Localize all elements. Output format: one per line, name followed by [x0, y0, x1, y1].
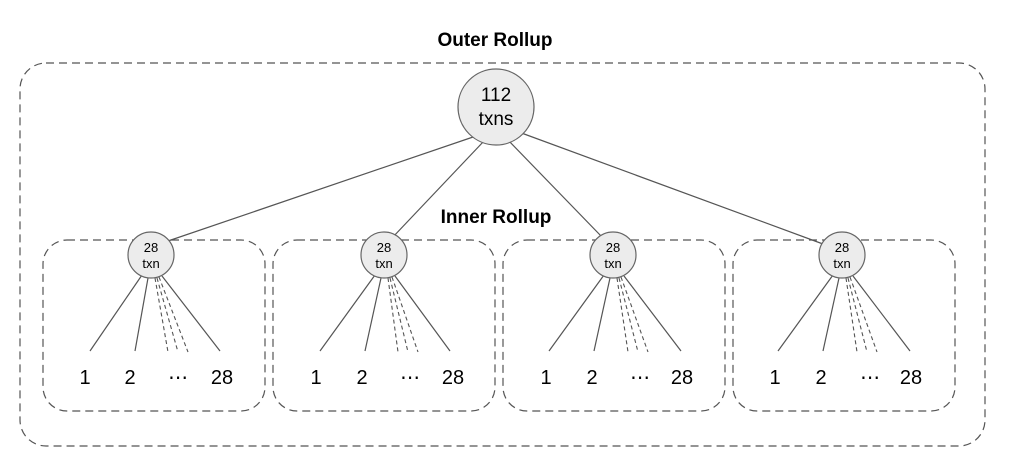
- root-node: 112 txns: [457, 68, 535, 146]
- leaf-label: 28: [211, 367, 233, 389]
- leaf-label: 2: [356, 367, 367, 389]
- inner-node: [589, 231, 637, 279]
- root-edge-4: [515, 130, 824, 245]
- inner-group: 28 txn 1 2 ⋯ 28: [42, 231, 266, 412]
- inner-rollup-box: [272, 239, 496, 412]
- inner-node-count: 28: [144, 240, 158, 255]
- inner-node-unit: txn: [604, 256, 621, 271]
- inner-node: [127, 231, 175, 279]
- leaf-label: 1: [769, 367, 780, 389]
- inner-rollup-box: [502, 239, 726, 412]
- leaf-label: 2: [815, 367, 826, 389]
- root-edge-3: [507, 139, 603, 238]
- root-edge-2: [391, 140, 485, 239]
- leaf-ellipsis: ⋯: [168, 367, 188, 389]
- root-node-count: 112: [481, 85, 511, 106]
- leaf-label: 1: [79, 367, 90, 389]
- inner-node: [360, 231, 408, 279]
- leaf-ellipsis: ⋯: [860, 367, 880, 389]
- inner-groups: 28 txn 1 2 ⋯ 28 28 txn 1 2 ⋯ 28: [42, 231, 956, 412]
- inner-node-unit: txn: [142, 256, 159, 271]
- inner-rollup-title: Inner Rollup: [441, 207, 552, 228]
- inner-node-count: 28: [377, 240, 391, 255]
- inner-node-count: 28: [835, 240, 849, 255]
- leaf-ellipsis: ⋯: [400, 367, 420, 389]
- root-edge-1: [167, 135, 477, 242]
- root-edges: [167, 130, 824, 245]
- inner-group: 28 txn 1 2 ⋯ 28: [502, 231, 726, 412]
- inner-rollup-box: [732, 239, 956, 412]
- leaf-label: 28: [442, 367, 464, 389]
- leaf-label: 2: [586, 367, 597, 389]
- inner-group: 28 txn 1 2 ⋯ 28: [272, 231, 496, 412]
- leaf-label: 1: [310, 367, 321, 389]
- inner-rollup-box: [42, 239, 266, 412]
- leaf-label: 28: [900, 367, 922, 389]
- leaf-label: 2: [124, 367, 135, 389]
- outer-rollup-title: Outer Rollup: [437, 30, 552, 51]
- outer-rollup-box: [19, 62, 986, 447]
- inner-node: [818, 231, 866, 279]
- leaf-label: 28: [671, 367, 693, 389]
- root-node-unit: txns: [479, 109, 514, 130]
- inner-node-unit: txn: [833, 256, 850, 271]
- leaf-ellipsis: ⋯: [630, 367, 650, 389]
- leaf-label: 1: [540, 367, 551, 389]
- inner-group: 28 txn 1 2 ⋯ 28: [732, 231, 956, 412]
- inner-node-count: 28: [606, 240, 620, 255]
- inner-node-unit: txn: [375, 256, 392, 271]
